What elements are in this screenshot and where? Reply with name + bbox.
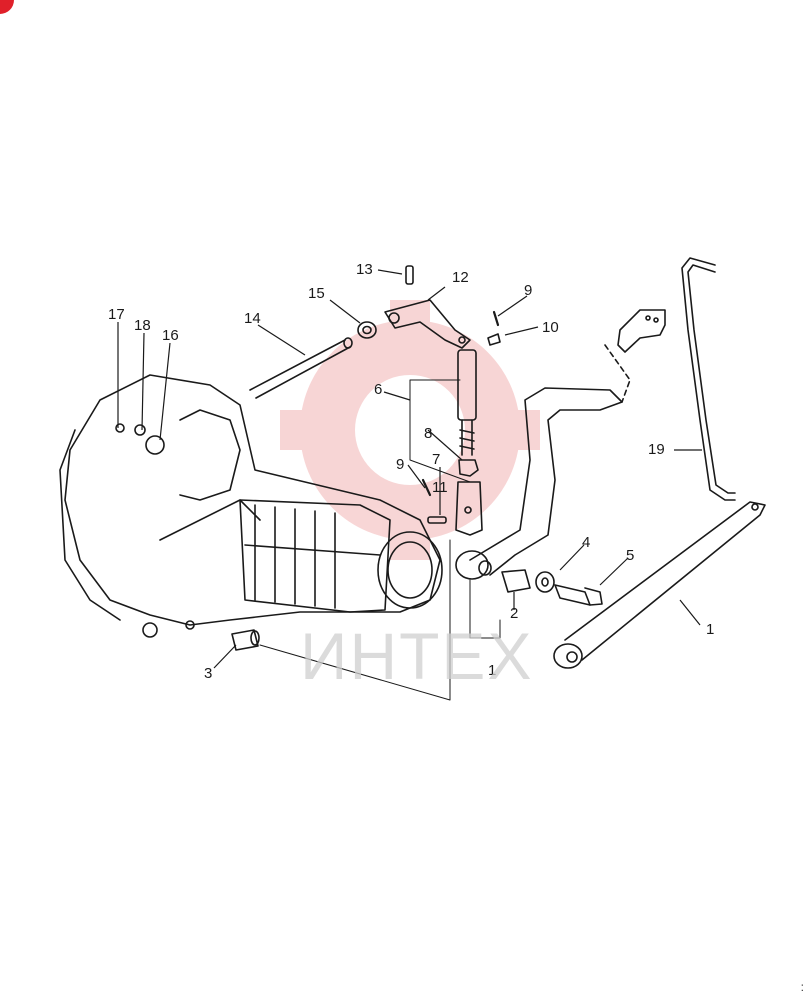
- part-15-bushing: [357, 321, 377, 339]
- callout-16: 16: [162, 327, 179, 344]
- callout-17: 17: [108, 306, 125, 323]
- callout-15: 15: [308, 285, 325, 302]
- part-11-pin: [427, 516, 447, 524]
- top-right-bracket: [617, 309, 666, 353]
- callout-19: 19: [648, 441, 665, 458]
- part-13-pin: [405, 265, 414, 285]
- ribbed-casing: [239, 499, 391, 613]
- part-19-rod: [681, 257, 736, 501]
- callout-18: 18: [134, 317, 151, 334]
- callout-4: 4: [582, 534, 591, 551]
- callout-5: 5: [626, 547, 635, 564]
- part-3-bushing: [231, 629, 259, 651]
- watermark-text: ИНТЕХ: [300, 619, 534, 693]
- part-14-shaft: [249, 339, 351, 399]
- callout-14: 14: [244, 310, 261, 327]
- part-2-bushing: [501, 569, 531, 593]
- callout-3: 3: [204, 665, 213, 682]
- callout-1-link: 1: [706, 621, 715, 638]
- part-10-bolt: [487, 333, 501, 346]
- callout-1-assembly: 1: [488, 662, 497, 679]
- callout-11: 11: [432, 479, 448, 496]
- callout-10: 10: [542, 319, 559, 336]
- bent-lever: [469, 387, 623, 576]
- lever-boss: [455, 550, 489, 580]
- part-6-rod: [457, 349, 477, 421]
- callout-2: 2: [510, 605, 519, 622]
- callout-7: 7: [432, 451, 441, 468]
- flange-ring: [377, 531, 443, 609]
- callout-9-lower: 9: [396, 456, 405, 473]
- callout-13: 13: [356, 261, 373, 278]
- part-8-nut: [458, 459, 479, 477]
- callout-8: 8: [424, 425, 433, 442]
- transmission-housing: [64, 374, 441, 626]
- part-1-link: [564, 501, 766, 661]
- part-12-arm: [384, 299, 471, 349]
- callout-9-upper: 9: [524, 282, 533, 299]
- clevis: [455, 481, 483, 536]
- part-4-washer: [535, 571, 555, 593]
- callout-12: 12: [452, 269, 469, 286]
- corner-marker: :: [800, 980, 804, 994]
- callout-6: 6: [374, 381, 383, 398]
